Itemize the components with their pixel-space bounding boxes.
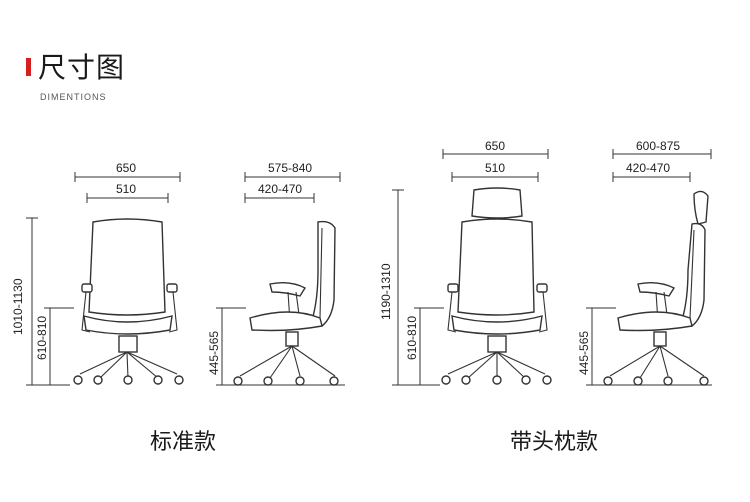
hr-side-width-outer-label: 600-875 xyxy=(636,139,680,153)
hr-side-chair xyxy=(603,190,709,386)
standard-model-caption: 标准款 xyxy=(150,430,217,455)
std-side-width-dim: 575-840 420-470 xyxy=(244,161,341,203)
headrest-model-caption: 带头枕款 xyxy=(510,430,599,455)
title-accent-bar xyxy=(26,58,31,76)
std-total-height-label: 1010-1130 xyxy=(11,278,25,335)
std-front-width-outer-label: 650 xyxy=(116,161,136,175)
std-front-width-dim: 650 510 xyxy=(74,161,181,203)
page-title: 尺寸图 xyxy=(38,51,126,84)
hr-side-width-inner-label: 420-470 xyxy=(626,161,670,175)
hr-front-width-dim: 650 510 xyxy=(442,139,549,182)
std-front-width-inner-label: 510 xyxy=(116,182,136,196)
std-armrest-height-dim: 610-810 xyxy=(35,307,74,385)
page-subtitle: DIMENTIONS xyxy=(40,92,107,102)
hr-total-height-dim: 1190-1310 xyxy=(379,189,440,386)
hr-side-width-dim: 600-875 420-470 xyxy=(612,139,712,182)
hr-front-width-outer-label: 650 xyxy=(485,139,505,153)
hr-front-chair xyxy=(441,187,552,385)
std-total-height-dim: 1010-1130 xyxy=(11,217,70,386)
std-side-width-outer-label: 575-840 xyxy=(268,161,312,175)
std-side-chair xyxy=(233,220,339,386)
hr-armrest-height-label: 610-810 xyxy=(405,316,419,360)
std-front-chair xyxy=(73,218,184,385)
std-armrest-height-label: 610-810 xyxy=(35,316,49,360)
hr-seat-height-label: 445-565 xyxy=(577,331,591,375)
std-side-width-inner-label: 420-470 xyxy=(258,182,302,196)
std-seat-height-label: 445-565 xyxy=(207,331,221,375)
hr-total-height-label: 1190-1310 xyxy=(379,263,393,320)
hr-armrest-height-dim: 610-810 xyxy=(405,307,444,385)
hr-front-width-inner-label: 510 xyxy=(485,161,505,175)
